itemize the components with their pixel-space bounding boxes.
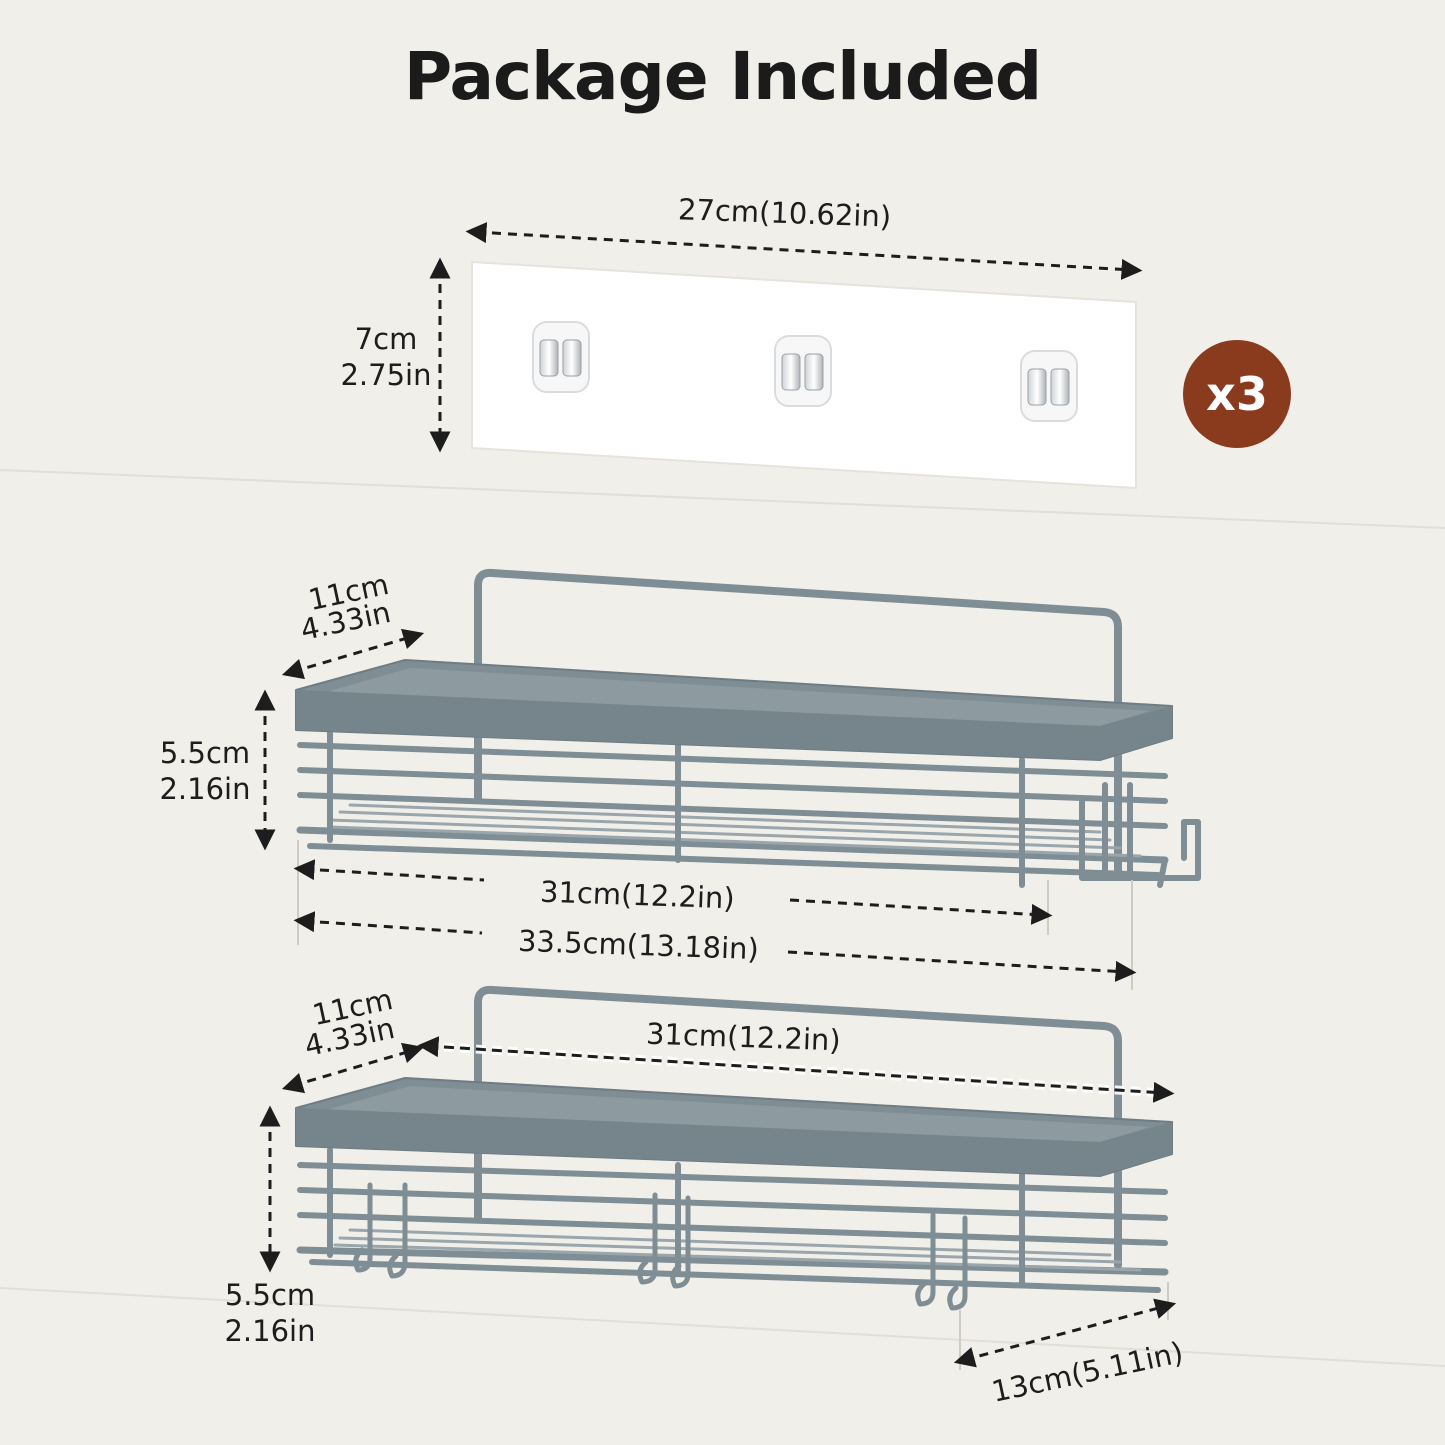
bottom-shelf-height-label-in: 2.16in [224,1314,316,1348]
bottom-shelf-width-label: 31cm(12.2in) [645,1016,842,1058]
adhesive-hook-icon [532,321,590,393]
top-shelf-height-label-in: 2.16in [159,772,251,806]
top-shelf-dimension-arrows [254,628,1137,990]
strip-height-label-cm: 7cm [354,322,418,356]
adhesive-hook-icon [1020,350,1078,422]
top-shelf-inner-width-label: 31cm(12.2in) [539,874,736,916]
shower-shelf-top [295,568,1201,888]
adhesive-strip [471,260,1137,490]
strip-height-label-in: 2.75in [340,358,432,392]
bottom-shelf-dimension-arrows [259,1036,1177,1370]
strip-dimension-arrows [429,222,1143,453]
page-title: Package Included [403,38,1042,115]
adhesive-hook-icon [774,335,832,407]
top-shelf-height-label-cm: 5.5cm [159,736,251,770]
wall-tile-lines [0,469,1445,1367]
quantity-badge: x3 [1183,340,1291,448]
bottom-shelf-height-label-cm: 5.5cm [224,1278,316,1312]
